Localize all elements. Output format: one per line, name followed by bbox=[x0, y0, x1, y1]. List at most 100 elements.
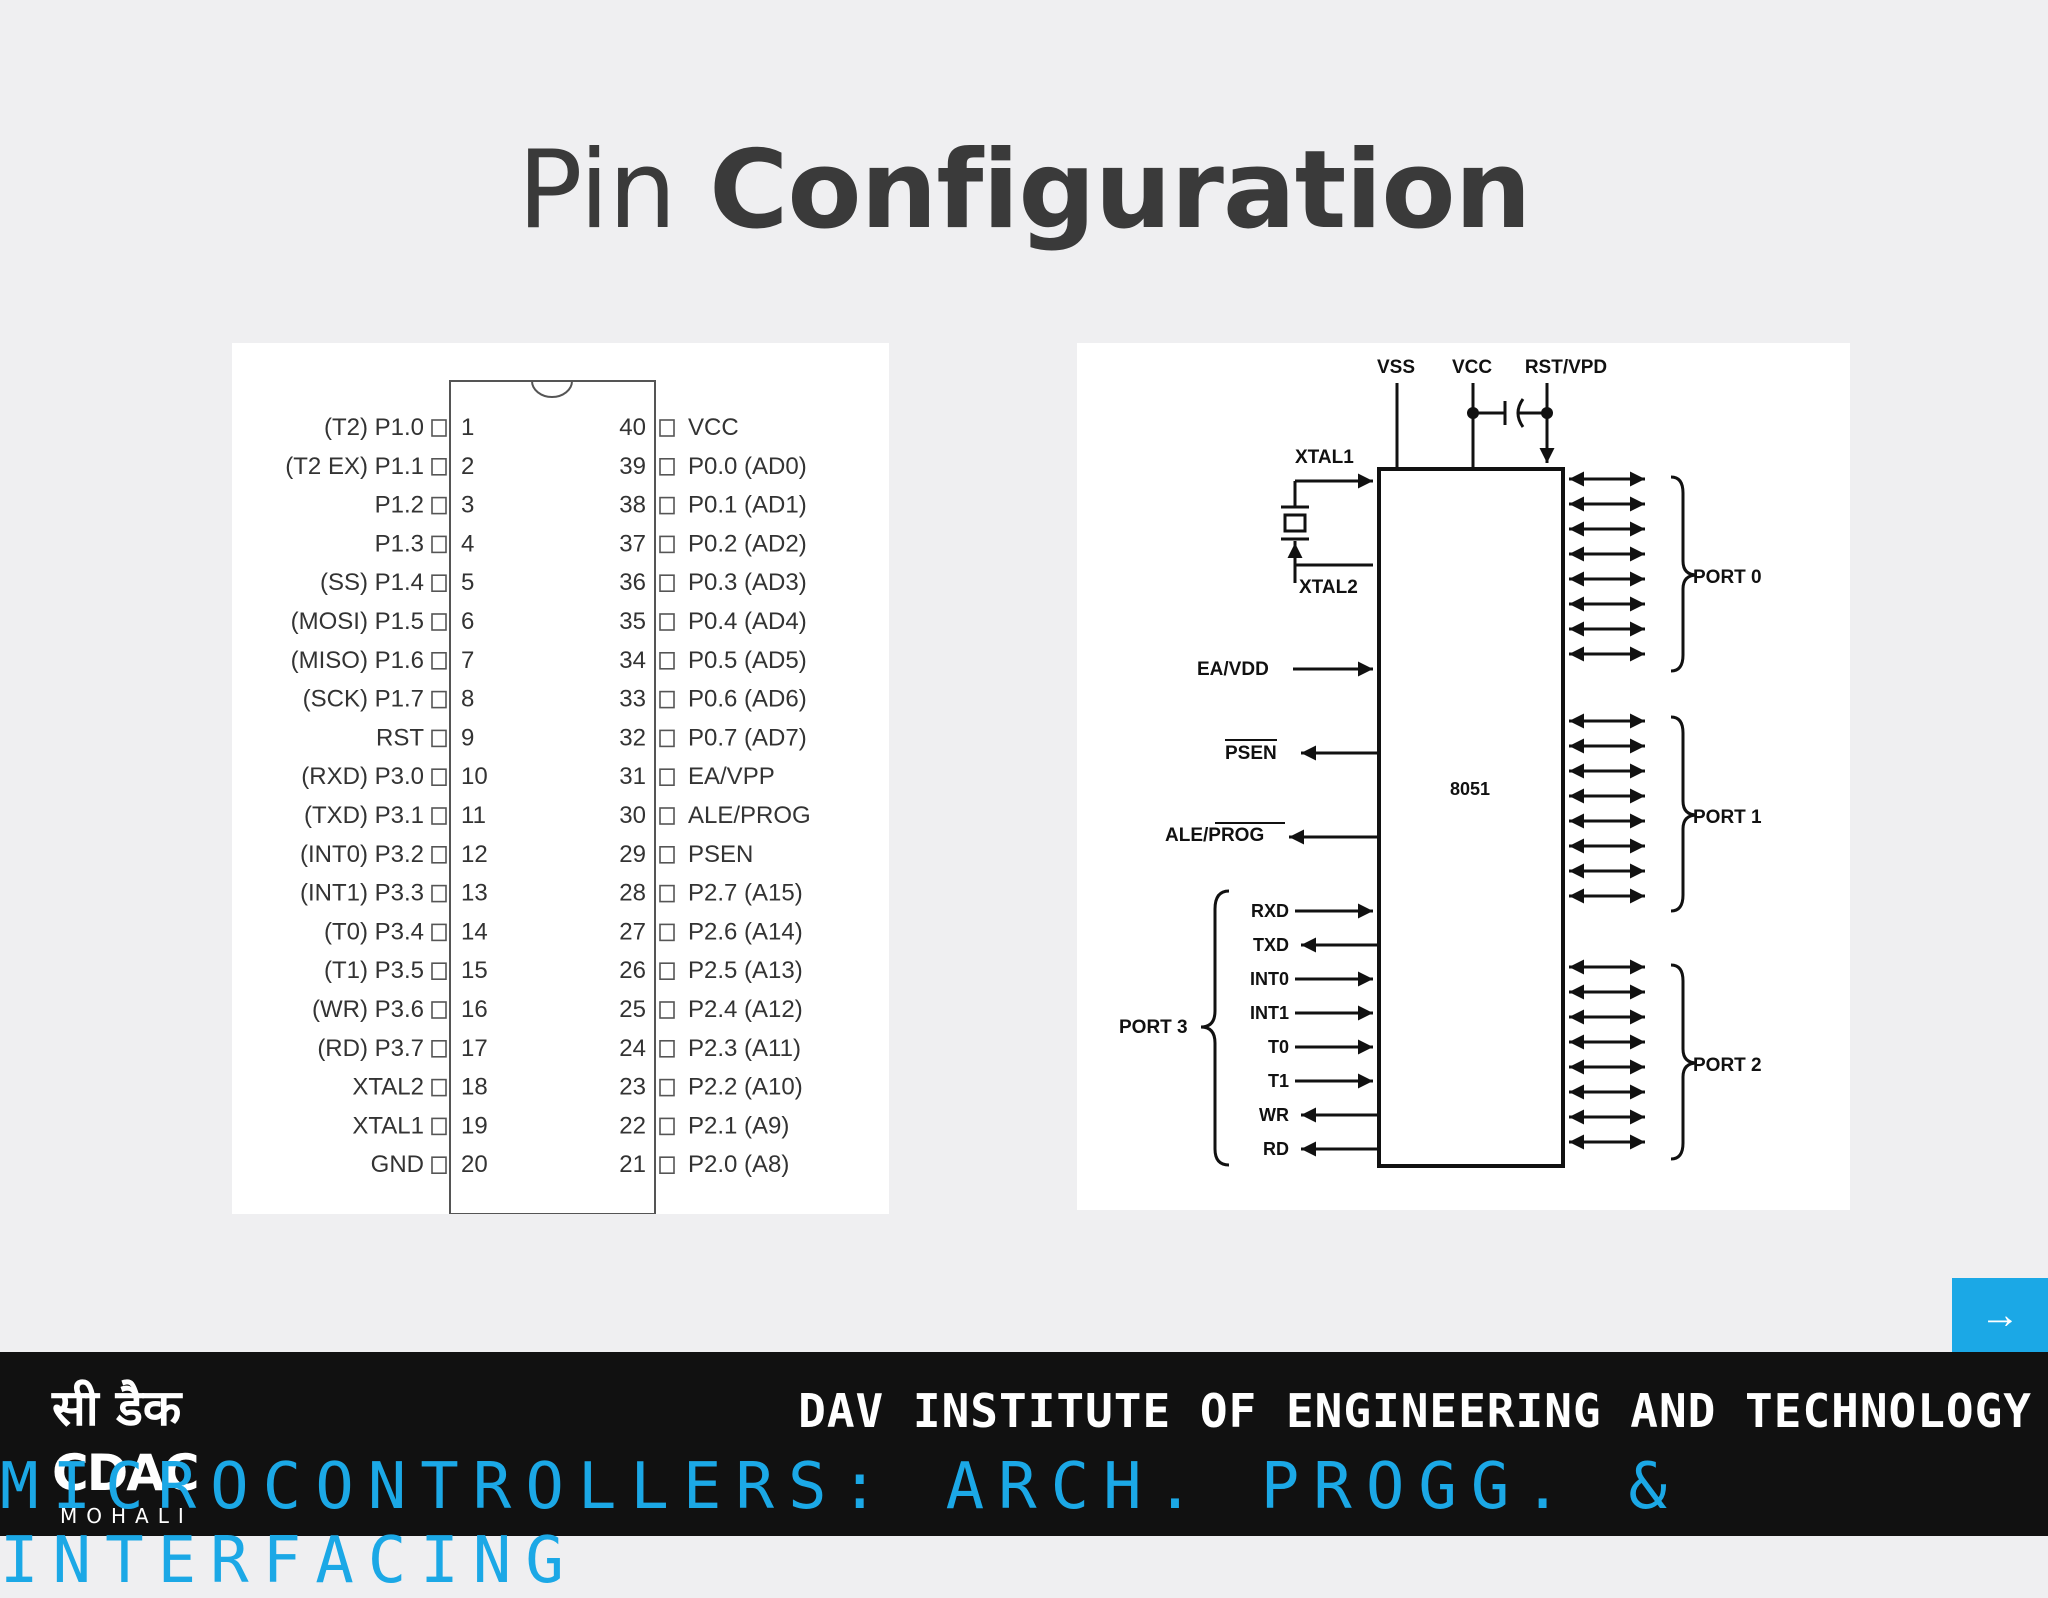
pin-number: 39 bbox=[619, 453, 646, 480]
port0-label: PORT 0 bbox=[1693, 567, 1762, 588]
pin-pad bbox=[659, 496, 675, 515]
pin-number: 25 bbox=[619, 996, 646, 1023]
pin-pad bbox=[659, 1001, 675, 1019]
pin-number: 27 bbox=[619, 918, 646, 945]
pin-label: PSEN bbox=[688, 841, 753, 868]
pin-number: 40 bbox=[619, 414, 646, 441]
cdac-city-label: MOHALI bbox=[60, 1504, 193, 1528]
pin-pad bbox=[659, 962, 675, 981]
vss-label: VSS bbox=[1377, 357, 1415, 378]
pin-label: P0.4 (AD4) bbox=[688, 608, 807, 635]
pin-number: 24 bbox=[619, 1035, 646, 1062]
chip-8051-label: 8051 bbox=[1450, 779, 1490, 799]
chip-8051-box bbox=[1377, 467, 1565, 1168]
arrow-right-icon: → bbox=[1980, 1292, 2020, 1337]
port0-brace bbox=[1670, 475, 1698, 673]
pin-pad bbox=[659, 729, 675, 748]
pin-label: XTAL2 bbox=[352, 1074, 424, 1101]
pin-number: 30 bbox=[619, 802, 646, 829]
pin-pad bbox=[659, 807, 675, 825]
port3-signal-label: INT0 bbox=[1250, 969, 1289, 989]
pin-number: 13 bbox=[461, 880, 488, 907]
port3-signal-label: WR bbox=[1259, 1105, 1289, 1125]
pin-label: P2.5 (A13) bbox=[688, 957, 803, 984]
pin-number: 17 bbox=[461, 1035, 488, 1062]
pin-number: 35 bbox=[619, 608, 646, 635]
pin-label: EA/VPP bbox=[688, 763, 775, 790]
pin-label: P0.0 (AD0) bbox=[688, 453, 807, 480]
pin-pad bbox=[659, 690, 675, 709]
pin-number: 1 bbox=[461, 414, 474, 441]
pin-number: 29 bbox=[619, 841, 646, 868]
pin-number: 3 bbox=[461, 492, 474, 519]
pin-label: GND bbox=[371, 1151, 424, 1178]
pin-number: 36 bbox=[619, 569, 646, 596]
pin-label: P2.2 (A10) bbox=[688, 1074, 803, 1101]
cdac-hindi-logo-text: सी डैक bbox=[52, 1379, 182, 1437]
port3-signal-label: INT1 bbox=[1250, 1003, 1289, 1023]
port1-label: PORT 1 bbox=[1693, 807, 1762, 828]
pin-number: 23 bbox=[619, 1074, 646, 1101]
pin-pad bbox=[431, 1001, 447, 1019]
pin-pad bbox=[659, 845, 675, 864]
pin-pad bbox=[659, 923, 675, 942]
institute-name: DAV INSTITUTE OF ENGINEERING AND TECHNOL… bbox=[798, 1384, 2032, 1438]
pin-label: (INT1) P3.3 bbox=[300, 880, 424, 907]
pin-pad bbox=[659, 613, 675, 631]
pin-number: 22 bbox=[619, 1112, 646, 1139]
pin-label: P2.7 (A15) bbox=[688, 880, 803, 907]
pin-number: 20 bbox=[461, 1151, 488, 1178]
pin-pad bbox=[431, 729, 447, 748]
pin-pad bbox=[431, 884, 447, 903]
pin-number: 10 bbox=[461, 763, 488, 790]
pin-number: 19 bbox=[461, 1112, 488, 1139]
pin-pad bbox=[659, 768, 675, 787]
next-slide-button[interactable]: → bbox=[1952, 1278, 2048, 1352]
pin-pad bbox=[431, 807, 447, 825]
port2-brace bbox=[1670, 963, 1698, 1161]
pin-number: 28 bbox=[619, 880, 646, 907]
pin-pad bbox=[659, 1117, 675, 1136]
vcc-label: VCC bbox=[1452, 357, 1492, 378]
pin-label: XTAL1 bbox=[352, 1112, 424, 1139]
pin-label: P2.0 (A8) bbox=[688, 1151, 789, 1178]
pin-label: P0.7 (AD7) bbox=[688, 724, 807, 751]
pin-label: P0.2 (AD2) bbox=[688, 530, 807, 557]
xtal2-label: XTAL2 bbox=[1299, 577, 1358, 598]
pin-label: P0.1 (AD1) bbox=[688, 492, 807, 519]
port3-signal-label: T1 bbox=[1268, 1071, 1289, 1091]
pin-pad bbox=[431, 1078, 447, 1097]
pin-pad bbox=[659, 458, 675, 476]
pin-pad bbox=[431, 496, 447, 515]
course-title: MICROCONTROLLERS: ARCH. PROGG. & INTERFA… bbox=[0, 1450, 1681, 1598]
pin-number: 26 bbox=[619, 957, 646, 984]
pin-pad bbox=[659, 1156, 675, 1175]
pin-number: 32 bbox=[619, 724, 646, 751]
pin-label: P2.1 (A9) bbox=[688, 1112, 789, 1139]
dip-chip-body bbox=[449, 380, 656, 1215]
pin-number: 2 bbox=[461, 453, 474, 480]
pin-label: P2.3 (A11) bbox=[688, 1035, 801, 1062]
pin-label: P2.6 (A14) bbox=[688, 918, 803, 945]
pin-pad bbox=[431, 768, 447, 787]
pin-number: 15 bbox=[461, 957, 488, 984]
pin-label: (RXD) P3.0 bbox=[301, 763, 424, 790]
pin-number: 6 bbox=[461, 608, 474, 635]
pin-pad bbox=[659, 535, 675, 554]
pin-label: (INT0) P3.2 bbox=[300, 841, 424, 868]
pin-pad bbox=[431, 1039, 447, 1058]
pin-pad bbox=[431, 1156, 447, 1175]
pin-label: (SS) P1.4 bbox=[320, 569, 424, 596]
pin-label: (T2 EX) P1.1 bbox=[285, 453, 424, 480]
pin-pad bbox=[431, 613, 447, 631]
pin-pad bbox=[431, 845, 447, 864]
pin-number: 21 bbox=[619, 1151, 646, 1178]
pin-number: 12 bbox=[461, 841, 488, 868]
pin-label: (RD) P3.7 bbox=[317, 1035, 424, 1062]
port3-signal-label: RXD bbox=[1251, 901, 1289, 921]
pin-pad bbox=[431, 458, 447, 476]
pin-label: P0.6 (AD6) bbox=[688, 686, 807, 713]
pin-number: 11 bbox=[461, 802, 486, 829]
pin-pad bbox=[431, 690, 447, 709]
